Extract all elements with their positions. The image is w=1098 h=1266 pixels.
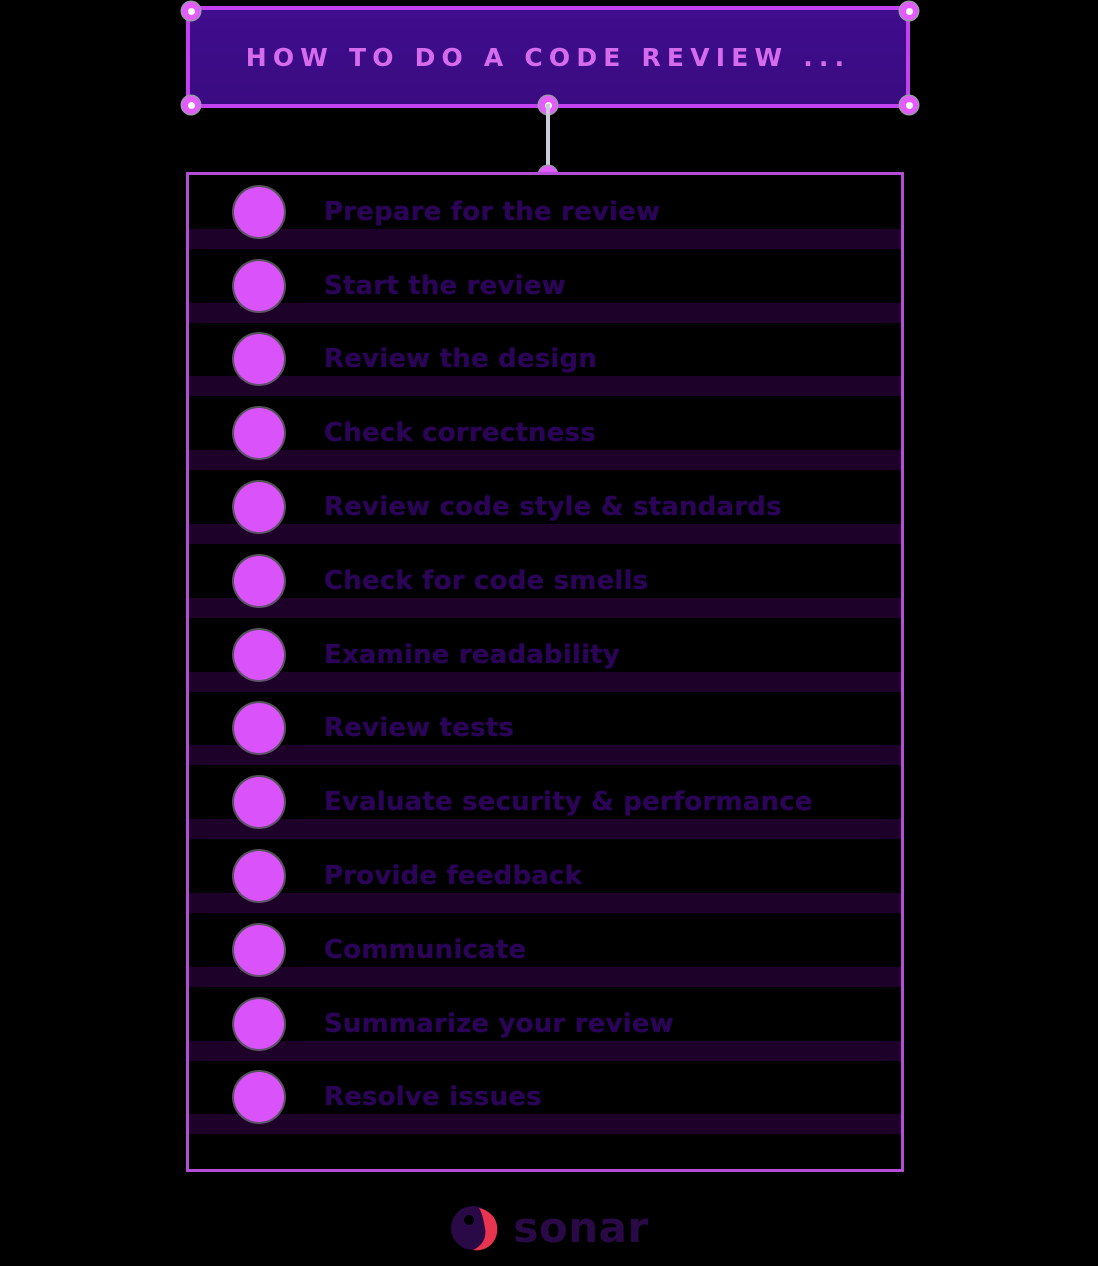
bullet-icon [234,555,284,606]
title-block[interactable]: HOW TO DO A CODE REVIEW ... [188,8,908,106]
page-title: HOW TO DO A CODE REVIEW ... [245,42,851,72]
list-item[interactable]: Examine readability [189,617,901,692]
bullet-icon [234,482,284,533]
sonar-logo-mark-icon [449,1202,501,1254]
list-item[interactable]: Communicate [189,912,901,987]
connector-line[interactable] [546,104,550,178]
bullet-icon [234,334,284,385]
list-item-label: Examine readability [324,639,620,670]
handle-top-left-icon[interactable] [182,2,200,20]
title-block-background[interactable]: HOW TO DO A CODE REVIEW ... [188,8,908,106]
list-item-label: Summarize your review [324,1008,674,1039]
handle-bottom-right-icon[interactable] [900,96,918,114]
list-item[interactable]: Resolve issues [189,1060,901,1135]
list-item[interactable]: Prepare for the review [189,175,901,249]
bullet-icon [234,408,284,459]
bullet-icon [234,260,284,311]
list-item[interactable]: Provide feedback [189,839,901,913]
list-item-label: Review tests [324,713,515,744]
list-item[interactable]: Evaluate security & performance [189,765,901,840]
list-item-label: Review the design [324,344,597,375]
list-item-label: Provide feedback [324,861,583,892]
list-item-label: Evaluate security & performance [324,787,813,818]
bullet-icon [234,186,284,237]
footer: sonar [0,1190,1098,1266]
bullet-icon [234,1072,284,1123]
handle-bottom-left-icon[interactable] [182,96,200,114]
bullet-icon [234,629,284,680]
list-item-label: Prepare for the review [324,196,661,227]
list-item[interactable]: Review tests [189,691,901,766]
list-item[interactable]: Start the review [189,248,901,323]
list-item[interactable]: Check for code smells [189,543,901,618]
list-item-label: Check for code smells [324,565,649,596]
bullet-icon [234,851,284,902]
handle-top-right-icon[interactable] [900,2,918,20]
list-item[interactable]: Review code style & standards [189,470,901,544]
list-item-label: Start the review [324,270,566,301]
list-item-label: Check correctness [324,418,596,449]
list-item-label: Review code style & standards [324,492,782,523]
steps-panel: Prepare for the review Start the review … [186,172,904,1172]
list-item-label: Resolve issues [324,1082,542,1113]
list-item[interactable]: Check correctness [189,396,901,471]
list-item[interactable]: Review the design [189,322,901,397]
bullet-icon [234,703,284,754]
bullet-icon [234,924,284,975]
list-item[interactable]: Summarize your review [189,986,901,1061]
sonar-logo-wordmark: sonar [513,1203,649,1252]
list-item-label: Communicate [324,934,527,965]
bullet-icon [234,777,284,828]
sonar-logo: sonar [449,1202,648,1254]
bullet-icon [234,998,284,1049]
